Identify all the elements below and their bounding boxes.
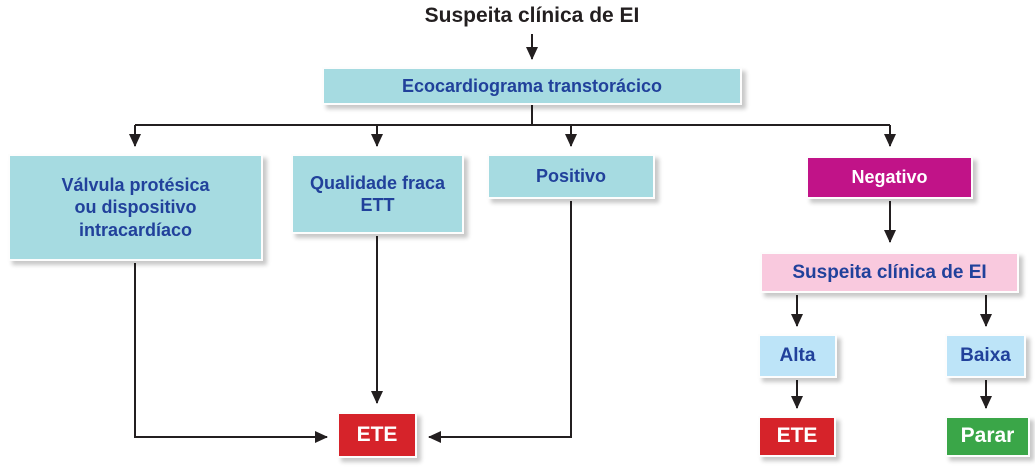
node-clinical-suspicion-repeat: Suspeita clínica de EI (760, 252, 1019, 293)
node-tee-center: ETE (337, 412, 417, 458)
node-stop: Parar (945, 416, 1030, 457)
connector-positive-to-tee (428, 201, 572, 443)
node-label: Parar (960, 424, 1015, 448)
node-label: ETE (776, 424, 818, 448)
node-label: Negativo (851, 167, 928, 188)
node-label: Ecocardiograma transtorácico (401, 75, 663, 96)
node-label-line: intracardíaco (78, 219, 193, 240)
node-label-line: Qualidade fraca (309, 172, 446, 193)
node-label: Baixa (960, 345, 1011, 367)
node-label-line: ETT (360, 195, 395, 215)
node-tee-right: ETE (758, 416, 836, 457)
node-label: Positivo (535, 166, 606, 187)
node-negative: Negativo (806, 156, 973, 199)
node-prosthetic-valve-or-intracardiac-device: Válvula protésica ou dispositivo intraca… (8, 154, 263, 261)
node-transthoracic-echocardiogram: Ecocardiograma transtorácico (322, 67, 742, 105)
connector-prosthetic-to-tee (134, 263, 328, 443)
node-high-suspicion: Alta (758, 334, 837, 378)
node-poor-quality-tte: Qualidade fraca ETT (291, 154, 464, 234)
diagram-title: Suspeita clínica de EI (424, 4, 640, 27)
node-label-line: Válvula protésica (61, 174, 210, 195)
node-label: Alta (779, 345, 816, 367)
node-label: Suspeita clínica de EI (792, 261, 987, 283)
node-low-suspicion: Baixa (945, 334, 1026, 378)
node-label-line: ou dispositivo (74, 197, 197, 218)
node-positive: Positivo (487, 154, 655, 199)
node-label: ETE (356, 422, 398, 446)
